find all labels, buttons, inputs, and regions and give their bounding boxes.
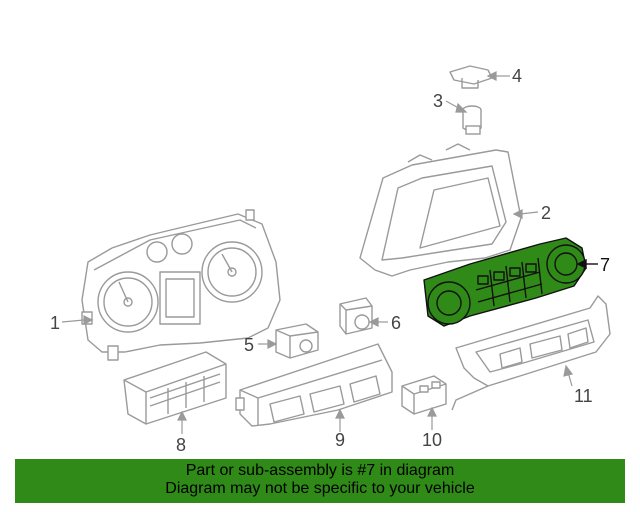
part-2-cluster-bezel[interactable] — [359, 143, 522, 277]
callout-10[interactable]: 10 — [422, 430, 442, 450]
part-8-module[interactable] — [123, 351, 227, 425]
leader-7 — [576, 258, 598, 270]
leader-lines — [61, 71, 574, 434]
part-9-bracket[interactable] — [235, 343, 393, 427]
part-4-clip[interactable] — [449, 65, 493, 89]
part-7-right-knob-cap — [554, 252, 578, 276]
part-7-left-knob-cap — [436, 290, 462, 316]
part-10-switch[interactable] — [401, 375, 447, 415]
callout-8[interactable]: 8 — [176, 435, 186, 455]
banner-line-part-number: Part or sub-assembly is #7 in diagram — [185, 462, 455, 479]
callout-1[interactable]: 1 — [50, 313, 60, 333]
part-7-button-grid — [475, 257, 543, 307]
callout-3[interactable]: 3 — [433, 91, 443, 111]
part-5-switch[interactable] — [275, 323, 319, 359]
part-3-knob[interactable] — [462, 105, 482, 135]
leader-2 — [519, 211, 539, 215]
callout-2[interactable]: 2 — [541, 203, 551, 223]
part-6-switch[interactable] — [339, 297, 373, 335]
callout-6[interactable]: 6 — [391, 313, 401, 333]
leader-1 — [61, 319, 85, 323]
banner-line-disclaimer: Diagram may not be specific to your vehi… — [165, 480, 475, 497]
info-banner: Part or sub-assembly is #7 in diagram Di… — [15, 459, 625, 503]
callout-11[interactable]: 11 — [574, 386, 593, 406]
callout-4[interactable]: 4 — [512, 66, 522, 86]
part-1-instrument-cluster[interactable] — [81, 209, 281, 361]
callout-5[interactable]: 5 — [244, 335, 254, 355]
callout-9[interactable]: 9 — [335, 430, 345, 450]
callouts: 1 2 3 4 5 6 7 8 9 10 11 — [50, 66, 610, 455]
callout-7[interactable]: 7 — [600, 255, 610, 275]
part-11-trim-bezel[interactable] — [451, 295, 611, 411]
part-7-climate-control-panel[interactable] — [423, 237, 587, 327]
